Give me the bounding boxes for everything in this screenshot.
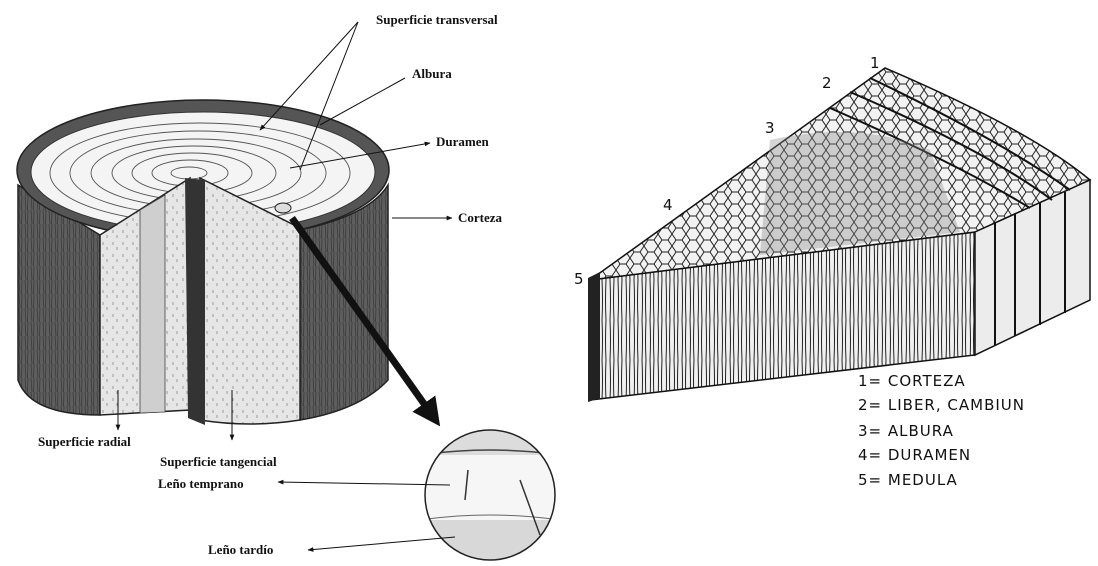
legend-item-albura: 3= ALBURA xyxy=(858,422,954,440)
wedge-number-3: 3 xyxy=(765,119,775,137)
log-diagram: Superficie transversal Albura Duramen Co… xyxy=(17,12,560,565)
wedge-number-5: 5 xyxy=(574,270,584,288)
label-albura: Albura xyxy=(412,66,452,81)
radial-face-strip xyxy=(140,195,165,413)
wedge-legend: 1= CORTEZA 2= LIBER, CAMBIUN 3= ALBURA 4… xyxy=(858,372,1025,489)
magnifier-lens xyxy=(420,430,560,565)
legend-item-duramen: 4= DURAMEN xyxy=(858,446,971,464)
label-duramen: Duramen xyxy=(436,134,489,149)
label-superficie-radial: Superficie radial xyxy=(38,434,131,449)
legend-item-corteza: 1= CORTEZA xyxy=(858,372,966,390)
wedge-medula xyxy=(588,272,600,402)
label-superficie-transversal: Superficie transversal xyxy=(376,12,498,27)
tangential-face-shade xyxy=(185,178,205,425)
legend-item-medula: 5= MEDULA xyxy=(858,471,958,489)
sample-spot xyxy=(275,203,291,213)
label-leno-tardio: Leño tardío xyxy=(208,542,273,557)
label-leno-temprano: Leño temprano xyxy=(158,476,244,491)
label-corteza: Corteza xyxy=(458,210,503,225)
wedge-number-1: 1 xyxy=(870,54,880,72)
wedge-number-4: 4 xyxy=(663,196,673,214)
label-superficie-tangencial: Superficie tangencial xyxy=(160,454,277,469)
wedge-number-2: 2 xyxy=(822,74,832,92)
wedge-diagram: 1 2 3 4 5 1= CORTEZA 2= LIBER, CAMBIUN 3… xyxy=(574,54,1090,489)
legend-item-liber-cambiun: 2= LIBER, CAMBIUN xyxy=(858,396,1025,414)
